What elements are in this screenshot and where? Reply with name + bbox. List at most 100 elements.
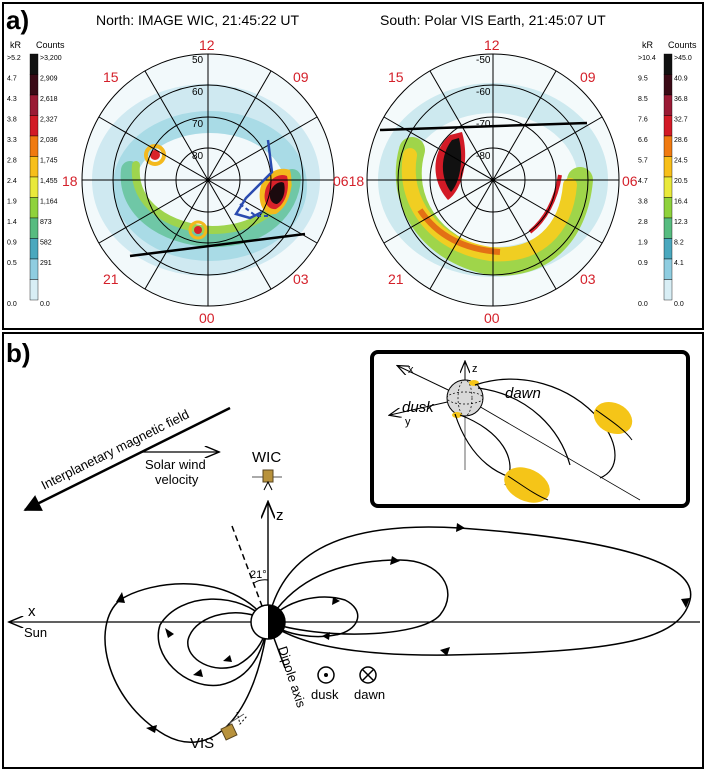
sun-label: Sun — [24, 625, 47, 640]
north-mlt-18: 18 — [62, 173, 78, 189]
south-scale-counts-value: 40.9 — [674, 76, 688, 83]
north-scale-swatch — [29, 197, 39, 219]
north-scale-counts-value: 1,455 — [40, 178, 58, 185]
south-mlt-15: 15 — [388, 69, 404, 85]
south-scale-counts-value: 12.3 — [674, 219, 688, 226]
south-scale-counts-value: 20.5 — [674, 178, 688, 185]
north-scale-swatch — [29, 238, 39, 260]
south-scale-counts-value: >45.0 — [674, 55, 692, 62]
north-scale-counts-value: 2,909 — [40, 76, 58, 83]
south-scale-swatch — [663, 156, 673, 178]
south-scale-counts-value: 16.4 — [674, 199, 688, 206]
north-scale-kr-value: 0.5 — [7, 260, 17, 267]
north-scale-kr-value: 1.9 — [7, 199, 17, 206]
south-mlt-00: 00 — [484, 310, 500, 326]
south-scale-swatch — [663, 258, 673, 280]
inset-dawn-label: dawn — [505, 385, 541, 402]
south-scale-swatch — [663, 238, 673, 260]
north-scale-kr-value: 3.3 — [7, 137, 17, 144]
north-scale-kr-values: >5.24.74.33.83.32.82.41.91.40.90.50.0 — [7, 55, 21, 308]
dipole-angle-arc — [253, 579, 269, 584]
imf-arrow — [23, 406, 231, 512]
south-scale-swatch — [663, 197, 673, 219]
south-scale-swatch — [663, 53, 673, 75]
north-scale-swatch — [29, 258, 39, 280]
x-axis-label: x — [28, 603, 36, 620]
south-scale-counts-value: 0.0 — [674, 301, 684, 308]
south-scale-kr-values: >10.49.58.57.66.65.74.73.82.81.90.90.0 — [638, 55, 656, 308]
north-scale-swatch — [29, 135, 39, 157]
south-scale-kr-value: 8.5 — [638, 96, 648, 103]
north-title: North: IMAGE WIC, 21:45:22 UT — [96, 12, 300, 28]
inset-3d-diagram: x z y dusk dawn — [370, 350, 690, 508]
south-scale-swatch — [663, 279, 673, 301]
south-scale-counts-value: 24.5 — [674, 158, 688, 165]
south-scale-kr-value: 0.0 — [638, 301, 648, 308]
south-scale-bar — [663, 53, 673, 301]
south-color-scale: kR Counts >10.49.58.57.66.65.74.73.82.81… — [638, 40, 697, 308]
vis-satellite-icon — [220, 711, 248, 741]
south-scale-kr-header: kR — [642, 40, 654, 50]
south-scale-swatch — [663, 115, 673, 137]
south-terminator-line — [379, 121, 588, 132]
south-polar-plot: -50 -60 -70 -80 12 15 09 06 21 03 00 — [366, 37, 638, 326]
south-scale-counts-value: 4.1 — [674, 260, 684, 267]
inset-dusk-label: dusk — [402, 399, 435, 416]
vis-label: VIS — [190, 735, 214, 752]
south-scale-counts-value: 36.8 — [674, 96, 688, 103]
north-scale-swatch — [29, 94, 39, 116]
north-mlt-15: 15 — [103, 69, 119, 85]
south-scale-swatch — [663, 94, 673, 116]
south-mlt-21: 21 — [388, 271, 404, 287]
north-scale-counts-value: 2,327 — [40, 117, 58, 124]
south-scale-swatch — [663, 74, 673, 96]
south-scale-swatch — [663, 176, 673, 198]
north-scale-kr-value: 4.7 — [7, 76, 17, 83]
north-scale-counts-value: 873 — [40, 219, 52, 226]
south-scale-swatch — [663, 135, 673, 157]
solar-wind-label-1: Solar wind — [145, 457, 206, 472]
wic-label: WIC — [252, 449, 281, 466]
north-mlt-21: 21 — [103, 271, 119, 287]
south-scale-kr-value: 0.9 — [638, 260, 648, 267]
dusk-symbol-icon — [317, 666, 335, 684]
north-scale-swatch — [29, 53, 39, 75]
panel-a-label: a) — [6, 5, 29, 35]
north-scale-kr-value: 4.3 — [7, 96, 17, 103]
north-polar-plot: 50 60 70 80 12 15 09 18 21 03 00 — [62, 37, 335, 326]
south-scale-kr-value: >10.4 — [638, 55, 656, 62]
dawn-symbol-icon — [359, 666, 377, 684]
north-scale-kr-value: 0.9 — [7, 240, 17, 247]
magnetic-field-lines — [104, 526, 692, 744]
earth-icon — [250, 604, 286, 640]
north-scale-bar — [29, 53, 39, 301]
south-scale-counts-header: Counts — [668, 40, 697, 50]
north-scale-kr-value: >5.2 — [7, 55, 21, 62]
south-scale-kr-value: 3.8 — [638, 199, 648, 206]
north-scale-counts-value: 1,164 — [40, 199, 58, 206]
north-scale-counts-value: 582 — [40, 240, 52, 247]
z-axis-label: z — [276, 507, 284, 524]
north-scale-swatch — [29, 74, 39, 96]
south-scale-swatch — [663, 217, 673, 239]
north-lat-80: 80 — [192, 151, 204, 162]
north-scale-kr-value: 2.8 — [7, 158, 17, 165]
south-lat-70: -70 — [476, 119, 491, 130]
panel-a-frame — [2, 2, 704, 330]
north-scale-swatch — [29, 176, 39, 198]
north-color-scale: kR Counts >5.24.74.33.83.32.82.41.91.40.… — [7, 40, 65, 308]
south-scale-kr-value: 7.6 — [638, 117, 648, 124]
south-lat-60: -60 — [476, 87, 491, 98]
south-mlt-12: 12 — [484, 37, 500, 53]
north-scale-counts-value: 291 — [40, 260, 52, 267]
south-scale-counts-values: >45.040.936.832.728.624.520.516.412.38.2… — [674, 55, 692, 308]
north-scale-counts-value: >3,200 — [40, 55, 62, 62]
north-scale-counts-header: Counts — [36, 40, 65, 50]
south-lat-50: -50 — [476, 55, 491, 66]
field-line-arrows — [116, 523, 690, 733]
south-mlt-06: 06 — [622, 173, 638, 189]
north-scale-swatch — [29, 217, 39, 239]
north-scale-counts-value: 2,618 — [40, 96, 58, 103]
south-scale-kr-value: 5.7 — [638, 158, 648, 165]
